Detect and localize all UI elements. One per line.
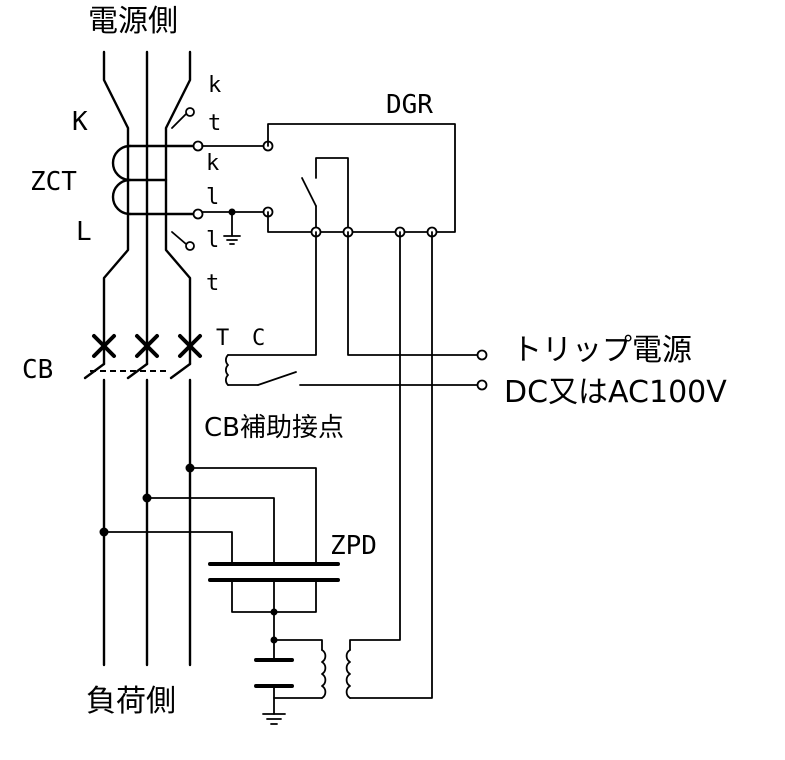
terminal-k1-label: k [208, 73, 221, 98]
terminal-l2-label: l [206, 228, 219, 253]
zpd-output-transformer [254, 231, 433, 725]
dgr-relay-box [267, 123, 456, 238]
zct-k-label: K [72, 107, 88, 137]
phase-conductors [83, 50, 192, 667]
dgr-label: DGR [386, 90, 433, 120]
trip-power-spec-label: DC又はAC100V [504, 375, 727, 410]
cb-aux-contact-label: CB補助接点 [204, 413, 344, 443]
trip-coil-t-label: T [216, 326, 229, 351]
cb-label: CB [22, 355, 53, 385]
trip-coil-and-aux-contact [225, 231, 488, 391]
zct-test-terminals [171, 107, 195, 251]
terminal-t1-label: t [208, 111, 221, 136]
zct-dgr-wiring [192, 140, 274, 245]
cb-main-contacts [90, 334, 202, 372]
terminal-t2-label: t [206, 271, 219, 296]
trip-power-label: トリップ電源 [512, 333, 692, 368]
terminal-k2-label: k [206, 151, 219, 176]
source-side-label: 電源側 [88, 4, 178, 39]
zct-coil-symbol [111, 144, 200, 216]
terminal-l1-label: l [206, 185, 219, 210]
zpd-label: ZPD [330, 531, 377, 561]
zpd-capacitors [208, 562, 340, 616]
zct-l-label: L [76, 217, 92, 247]
zpd-taps [99, 463, 317, 563]
trip-coil-c-label: C [252, 326, 265, 351]
zct-label: ZCT [30, 167, 77, 197]
load-side-label: 負荷側 [86, 684, 176, 719]
